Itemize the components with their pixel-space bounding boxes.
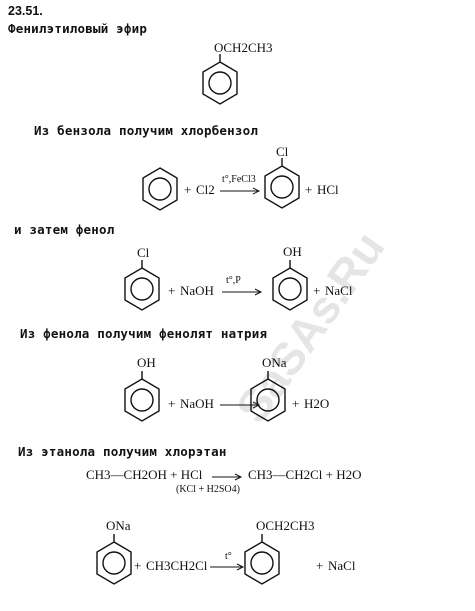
step2-conditions: t°,P <box>226 275 241 286</box>
step2-text: и затем фенол <box>14 222 115 237</box>
step5-reagent: CH3CH2Cl <box>146 558 208 573</box>
step4-conditions: (KCl + H2SO4) <box>176 484 240 495</box>
step4-equation-left: CH3—CH2OH + HCl <box>86 467 203 482</box>
step2-reagent: NaOH <box>180 283 214 298</box>
step5-reactant-substituent: ONa <box>106 518 131 533</box>
benzene-ring-product <box>202 54 238 105</box>
step3-plus2: + <box>292 396 300 411</box>
benzene-ring-product3 <box>250 371 286 422</box>
benzene-ring-product1 <box>264 158 300 209</box>
step1-plus2: + <box>305 182 313 197</box>
product-substituent: OCH2CH3 <box>214 40 273 55</box>
reaction-arrow-4 <box>212 473 243 481</box>
benzene-ring-reactant2 <box>124 260 160 311</box>
step5-plus2: + <box>316 558 324 573</box>
step3-byproduct: H2O <box>304 396 330 411</box>
reaction-arrow-1 <box>220 187 261 195</box>
step3-reagent: NaOH <box>180 396 214 411</box>
benzene-ring-product5 <box>244 534 280 585</box>
benzene-ring-reactant1 <box>142 167 178 211</box>
step1-product-substituent: Cl <box>276 144 289 159</box>
step1-conditions: t°,FeCl3 <box>222 174 256 185</box>
reaction-arrow-2 <box>222 288 263 296</box>
step5-plus: + <box>134 558 142 573</box>
step4-text: Из этанола получим хлорэтан <box>18 444 227 459</box>
problem-number: 23.51. <box>8 4 43 18</box>
step1-byproduct: HCl <box>317 182 339 197</box>
reaction-arrow-5 <box>210 563 245 571</box>
step5-conditions: t° <box>225 551 232 562</box>
step2-plus: + <box>168 283 176 298</box>
step3-text: Из фенола получим фенолят натрия <box>20 326 268 341</box>
step3-product-substituent: ONa <box>262 355 287 370</box>
step5-byproduct: NaCl <box>328 558 356 573</box>
benzene-ring-product2 <box>272 260 308 311</box>
step2-product-substituent: OH <box>283 244 302 259</box>
step2-byproduct: NaCl <box>325 283 353 298</box>
step3-reactant-substituent: OH <box>137 355 156 370</box>
step5-product-substituent: OCH2CH3 <box>256 518 315 533</box>
step1-text: Из бензола получим хлорбензол <box>34 123 259 138</box>
benzene-ring-reactant5 <box>96 534 132 585</box>
step3-plus: + <box>168 396 176 411</box>
page-title: Фенилэтиловый эфир <box>8 21 148 36</box>
step1-reagent: Cl2 <box>196 182 215 197</box>
step2-plus2: + <box>313 283 321 298</box>
step4-equation-right: CH3—CH2Cl + H2O <box>248 467 362 482</box>
step2-reactant-substituent: Cl <box>137 245 150 260</box>
benzene-ring-reactant3 <box>124 371 160 422</box>
step1-plus: + <box>184 182 192 197</box>
